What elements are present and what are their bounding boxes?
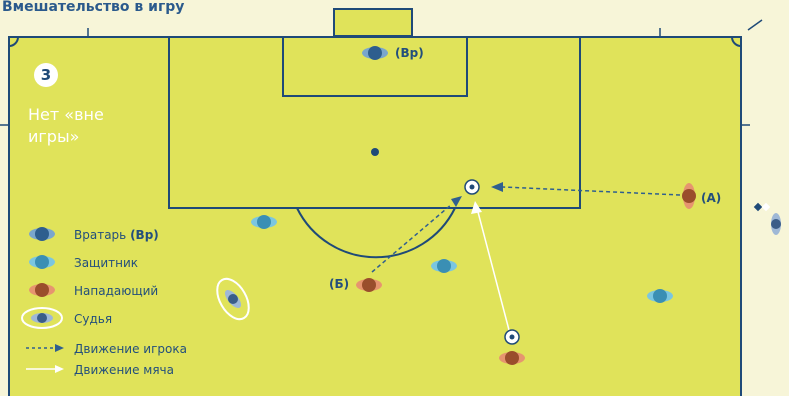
arrowhead: [491, 182, 503, 192]
attacker-icon: [499, 351, 525, 365]
defender-icon: [431, 259, 457, 273]
goalkeeper-icon: [362, 46, 388, 60]
player-move-arrow-a: [502, 186, 681, 196]
ball-icon: [504, 329, 520, 345]
defender-icon: [251, 215, 277, 229]
attacker-a-label: (А): [701, 191, 721, 205]
ball-icon: [464, 179, 480, 195]
legend-referee-icon: [21, 307, 63, 329]
legend-player-move-icon: [26, 344, 64, 352]
attacker-a-icon: [682, 183, 696, 209]
step-number-badge: 3: [34, 63, 58, 87]
legend-defender-label: Защитник: [74, 256, 138, 270]
defender-icon: [647, 289, 673, 303]
player-move-arrow-b: [371, 203, 453, 273]
legend-goalkeeper-label: Вратарь (Вр): [74, 228, 159, 242]
legend-player-move-label: Движение игрока: [74, 342, 187, 356]
goalkeeper-label: (Вр): [395, 46, 424, 60]
legend-attacker-icon: [29, 283, 55, 297]
diagram-title: Вмешательство в игру: [2, 0, 185, 15]
attacker-b-label: (Б): [329, 277, 349, 291]
goal-area: [282, 36, 468, 97]
corner-arc-left: [8, 36, 19, 47]
legend: Вратарь (Вр) Защитник Нападающий Судья: [21, 227, 187, 377]
legend-referee-label: Судья: [74, 312, 112, 326]
arrowhead: [471, 201, 482, 214]
corner-arc-right: [731, 36, 742, 47]
legend-attacker-label: Нападающий: [74, 284, 158, 298]
penalty-arc: [296, 207, 456, 259]
offside-note: Нет «вне игры»: [28, 105, 104, 146]
legend-defender-icon: [29, 255, 55, 269]
arrowhead: [451, 196, 462, 207]
legend-goalkeeper-icon: [29, 227, 55, 241]
ball-move-arrow: [477, 211, 510, 331]
legend-ball-move-icon: [26, 365, 64, 373]
assistant-referee-icon: [753, 202, 781, 235]
attacker-b-icon: [356, 278, 382, 292]
goal: [333, 8, 413, 37]
penalty-spot: [371, 148, 379, 156]
tick: [747, 19, 763, 31]
referee-icon: [216, 277, 250, 321]
legend-ball-move-label: Движение мяча: [74, 363, 174, 377]
